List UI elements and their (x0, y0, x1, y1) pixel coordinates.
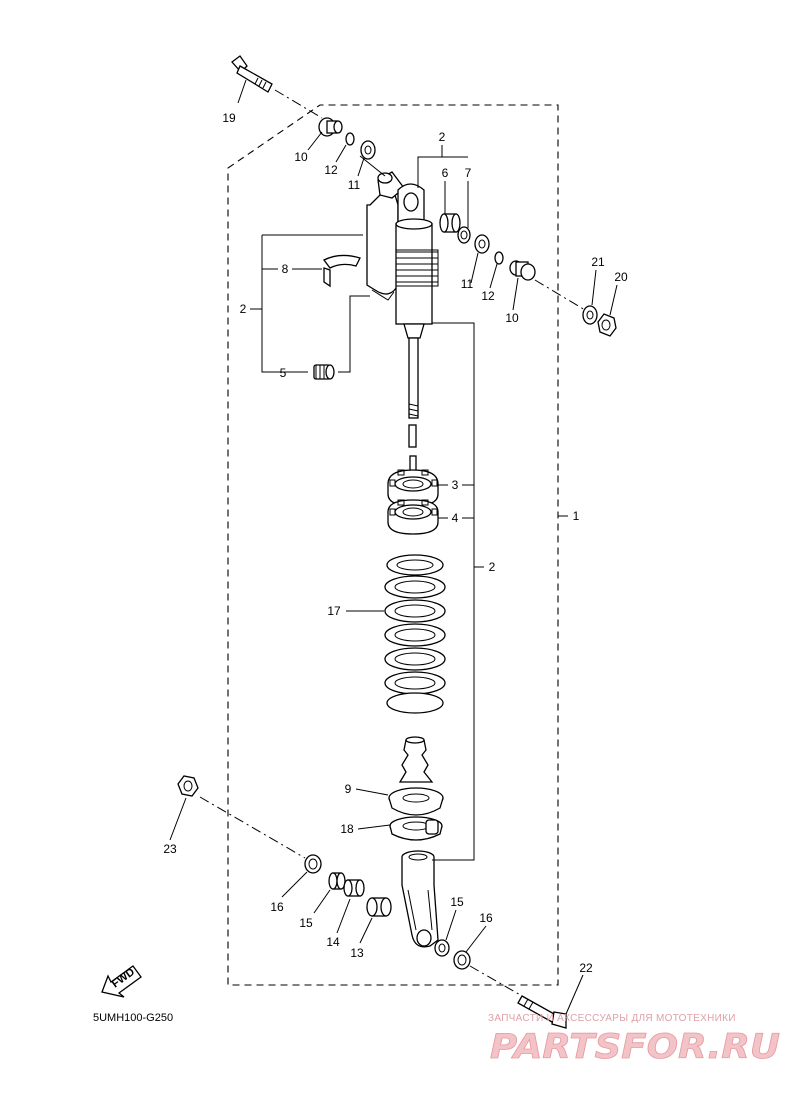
callout-17: 17 (327, 604, 341, 618)
lower-clevis (401, 850, 439, 948)
collar-15-left (328, 872, 346, 890)
callout-18: 18 (340, 822, 354, 836)
callout-10-right: 10 (505, 311, 519, 325)
watermark-brand: PARTSFOR.RU (490, 1027, 780, 1067)
bushing-6 (439, 213, 461, 233)
bearing-14 (343, 879, 365, 897)
nut-23 (177, 775, 199, 797)
collar-10-right (509, 260, 536, 281)
leader-lines (169, 79, 618, 1015)
washer-21 (582, 305, 598, 325)
callout-1: 1 (573, 509, 580, 523)
watermark-tagline: ЗАПЧАСТИ И АКСЕССУАРЫ ДЛЯ МОТОТЕХНИКИ (488, 1013, 736, 1024)
callout-20: 20 (614, 270, 628, 284)
callout-16-left: 16 (270, 900, 284, 914)
nut-20 (597, 313, 617, 337)
callout-2-left: 2 (240, 302, 247, 316)
bolt-19 (231, 55, 273, 93)
callout-21: 21 (591, 255, 605, 269)
callout-15-left: 15 (299, 916, 313, 930)
oring-12-right (494, 251, 504, 265)
seal-11-right (474, 234, 490, 254)
callout-3: 3 (452, 478, 459, 492)
callout-19: 19 (222, 111, 236, 125)
clip-8 (323, 254, 361, 288)
callout-10-upper: 10 (294, 150, 308, 164)
locknut-4 (387, 499, 439, 535)
bushing-13 (366, 897, 392, 917)
seal-11-upper (360, 140, 376, 160)
drawing-code: 5UMH100-G250 (93, 1012, 173, 1024)
spring-17 (384, 554, 446, 714)
callout-5: 5 (280, 366, 287, 380)
washer-16-right (453, 950, 471, 970)
callout-11-upper: 11 (348, 178, 361, 192)
callout-6: 6 (442, 166, 449, 180)
fwd-arrow: FWD (101, 965, 142, 998)
callout-4: 4 (452, 511, 459, 525)
callout-2-right: 2 (489, 560, 496, 574)
callout-2-top: 2 (439, 130, 446, 144)
locknut-3 (387, 469, 439, 507)
callout-16-right: 16 (479, 911, 493, 925)
collar-10-upper (318, 117, 343, 137)
callout-8: 8 (282, 262, 289, 276)
washer-16-left (304, 854, 322, 874)
callout-22: 22 (579, 961, 593, 975)
assembly-boundary (227, 104, 559, 986)
bump-stop (398, 736, 434, 783)
stopper-18 (389, 816, 443, 841)
callout-12-upper: 12 (324, 163, 338, 177)
bolt-22 (517, 995, 567, 1029)
callout-13: 13 (350, 946, 364, 960)
callout-23: 23 (163, 842, 177, 856)
watermark-logo: ЗАПЧАСТИ И АКСЕССУАРЫ ДЛЯ МОТОТЕХНИКИ PA… (488, 1013, 780, 1067)
callout-7: 7 (465, 166, 472, 180)
callout-9: 9 (345, 782, 352, 796)
callout-15-right: 15 (450, 895, 464, 909)
oring-12-upper (345, 132, 355, 146)
callout-14: 14 (326, 935, 340, 949)
spring-guide-9 (388, 787, 444, 816)
callout-labels: 19 10 12 11 2 6 7 8 2 5 11 12 10 21 20 3… (163, 111, 628, 975)
callout-11-right: 11 (461, 277, 474, 291)
collar-15-right (434, 939, 450, 957)
washer-7 (457, 226, 471, 244)
shock-body (395, 183, 439, 419)
callout-12-right: 12 (481, 289, 495, 303)
adjuster-5 (313, 364, 335, 380)
